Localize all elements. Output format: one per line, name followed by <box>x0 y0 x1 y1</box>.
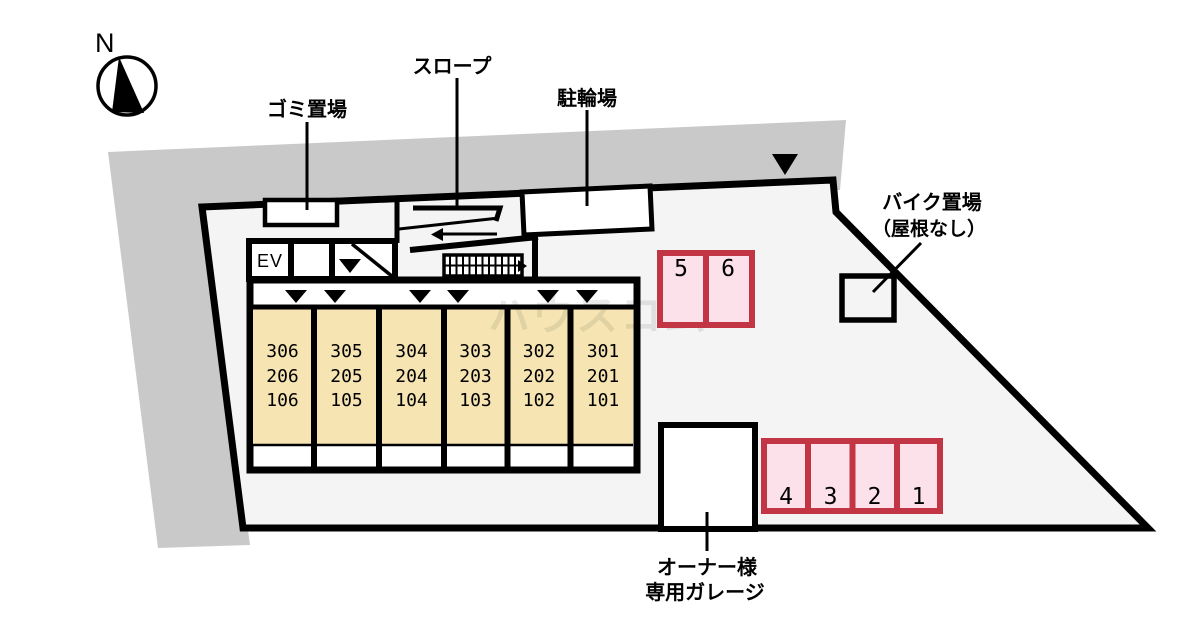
room-number: 104 <box>395 390 428 411</box>
garage-label-line2: 専用ガレージ <box>645 580 765 604</box>
stairwell-diagonal <box>350 242 395 279</box>
garbage-label: ゴミ置場 <box>267 97 347 121</box>
parking-space-number: 5 <box>674 256 688 282</box>
slope-label: スロープ <box>413 55 493 78</box>
room-number: 205 <box>330 366 363 387</box>
unit-dividers <box>311 307 574 470</box>
door-marker-icon <box>324 290 346 303</box>
building-block: 306 206 106 305 205 105 304 204 104 303 … <box>246 276 641 474</box>
compass-icon: N <box>95 28 158 117</box>
room-number: 102 <box>523 390 556 411</box>
door-marker-icon <box>576 290 598 303</box>
parking-bottom-dividers <box>805 441 900 511</box>
garbage-area-box <box>262 197 340 228</box>
room-number: 306 <box>266 341 299 362</box>
block-dividers <box>288 241 335 279</box>
ramp-outline <box>394 199 539 279</box>
room-number: 305 <box>330 341 363 362</box>
room-number: 202 <box>523 366 556 387</box>
room-number: 106 <box>266 390 299 411</box>
door-markers <box>285 290 598 303</box>
parking-space-number: 2 <box>868 484 882 510</box>
door-marker-icon <box>537 290 559 303</box>
compass-needle <box>112 57 144 113</box>
door-marker-icon <box>409 290 431 303</box>
elevator-stair-block: EV <box>246 238 398 282</box>
staircase <box>442 253 527 278</box>
room-number: 204 <box>395 366 428 387</box>
garage-label-line1: オーナー様 <box>657 555 758 579</box>
callouts: ゴミ置場 スロープ 駐輪場 バイク置場 （屋根なし） オーナー様 専用ガレージ <box>267 55 986 604</box>
road-strip <box>108 120 846 548</box>
motorcycle-label-line1: バイク置場 <box>882 191 982 214</box>
unit-numbers: 306 206 106 305 205 105 304 204 104 303 … <box>266 341 619 411</box>
parking-space-number: 1 <box>912 484 926 510</box>
room-number: 304 <box>395 341 428 362</box>
room-number: 302 <box>523 341 556 362</box>
parking-space-number: 6 <box>721 256 735 282</box>
room-number: 301 <box>587 341 620 362</box>
motorcycle-label-line2: （屋根なし） <box>872 217 986 240</box>
stair-direction-arrow-icon <box>518 260 527 272</box>
compass-circle <box>96 55 158 117</box>
site-entrance-marker-icon <box>772 154 798 175</box>
room-number: 103 <box>459 390 492 411</box>
parking-space-number: 4 <box>779 484 793 510</box>
motorcycle-leader-line <box>871 241 923 294</box>
motorcycle-parking-box <box>839 273 897 323</box>
room-number: 206 <box>266 366 299 387</box>
door-marker-icon <box>285 290 307 303</box>
stairwell-door-marker-icon <box>339 259 361 273</box>
elevator-label: EV <box>257 251 283 271</box>
bicycle-parking-box <box>519 183 655 238</box>
bicycle-label: 駐輪場 <box>557 86 617 110</box>
north-label: N <box>95 28 115 58</box>
parking-bottom-block: 4 3 2 1 <box>761 438 943 514</box>
parking-top-block: 5 6 <box>657 250 755 328</box>
room-number: 101 <box>587 390 620 411</box>
stair-treads <box>444 255 522 276</box>
room-number: 201 <box>587 366 620 387</box>
room-number: 105 <box>330 390 363 411</box>
door-marker-icon <box>447 290 469 303</box>
room-number: 303 <box>459 341 492 362</box>
parking-space-number: 3 <box>824 484 838 510</box>
ramp-direction-arrow-icon <box>431 228 443 241</box>
room-number: 203 <box>459 366 492 387</box>
owner-garage-box <box>658 422 758 532</box>
